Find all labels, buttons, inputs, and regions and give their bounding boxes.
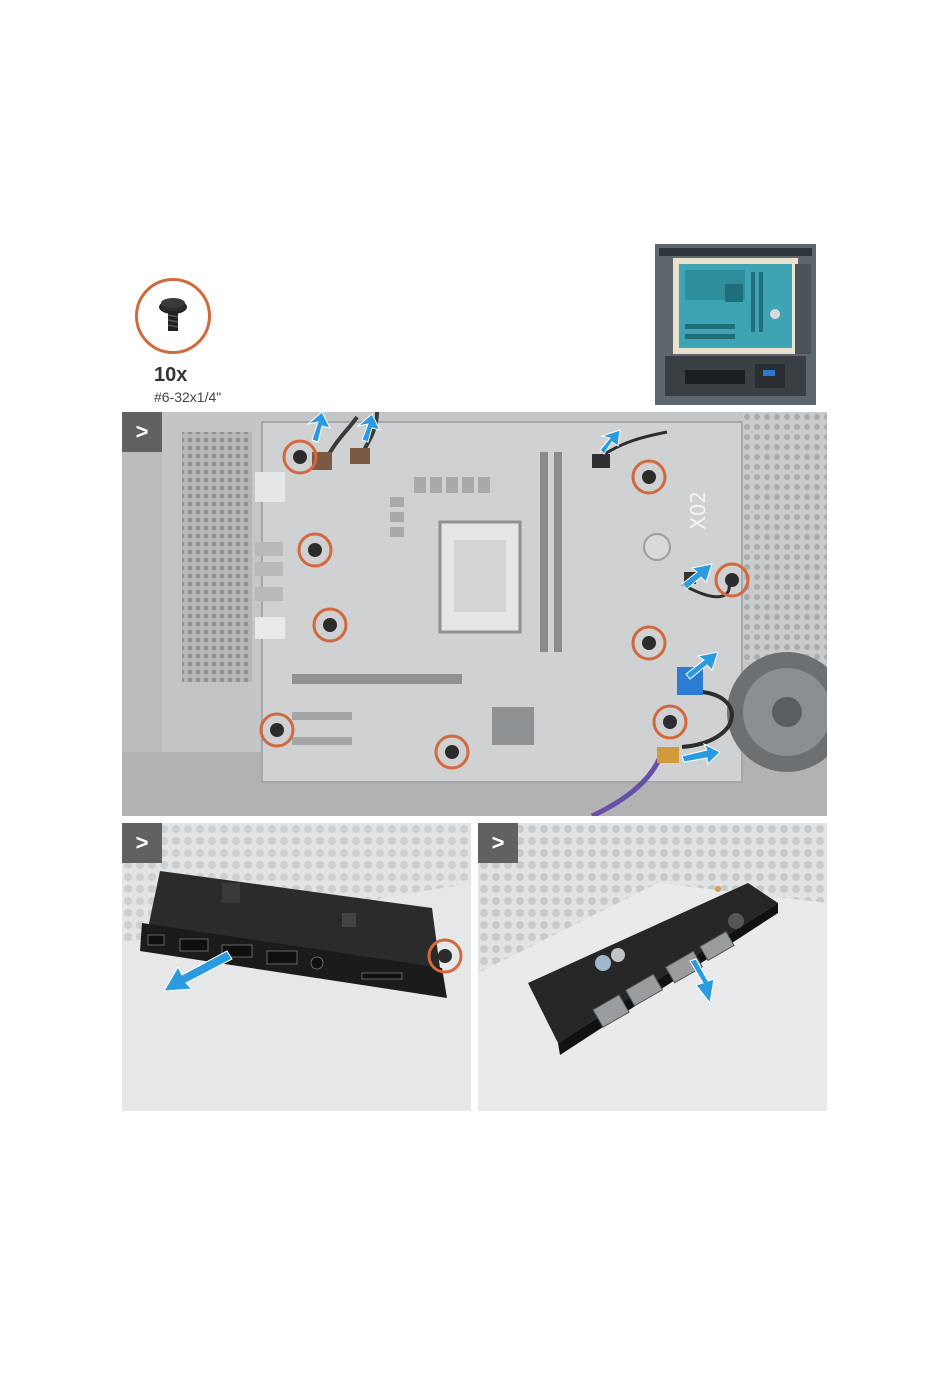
overview-thumbnail [655,244,816,405]
screw-callout [135,278,211,354]
chevron-right-icon: > [136,832,149,854]
io-board-panel: > [478,823,827,1111]
screw-spec: #6-32x1/4" [154,389,221,405]
system-board-illustration: X02 [122,412,827,816]
step-next-button-3[interactable]: > [478,823,518,863]
board-silkscreen: X02 [686,491,710,530]
chevron-right-icon: > [492,832,505,854]
io-board-illustration [478,823,827,1111]
io-bezel-illustration [122,823,471,1111]
io-bezel-panel: > [122,823,471,1111]
screw-icon [138,281,208,351]
screw-quantity: 10x [154,364,187,387]
step-next-button-1[interactable]: > [122,412,162,452]
step-next-button-2[interactable]: > [122,823,162,863]
system-board-panel: X02 > [122,412,827,816]
chevron-right-icon: > [136,421,149,443]
